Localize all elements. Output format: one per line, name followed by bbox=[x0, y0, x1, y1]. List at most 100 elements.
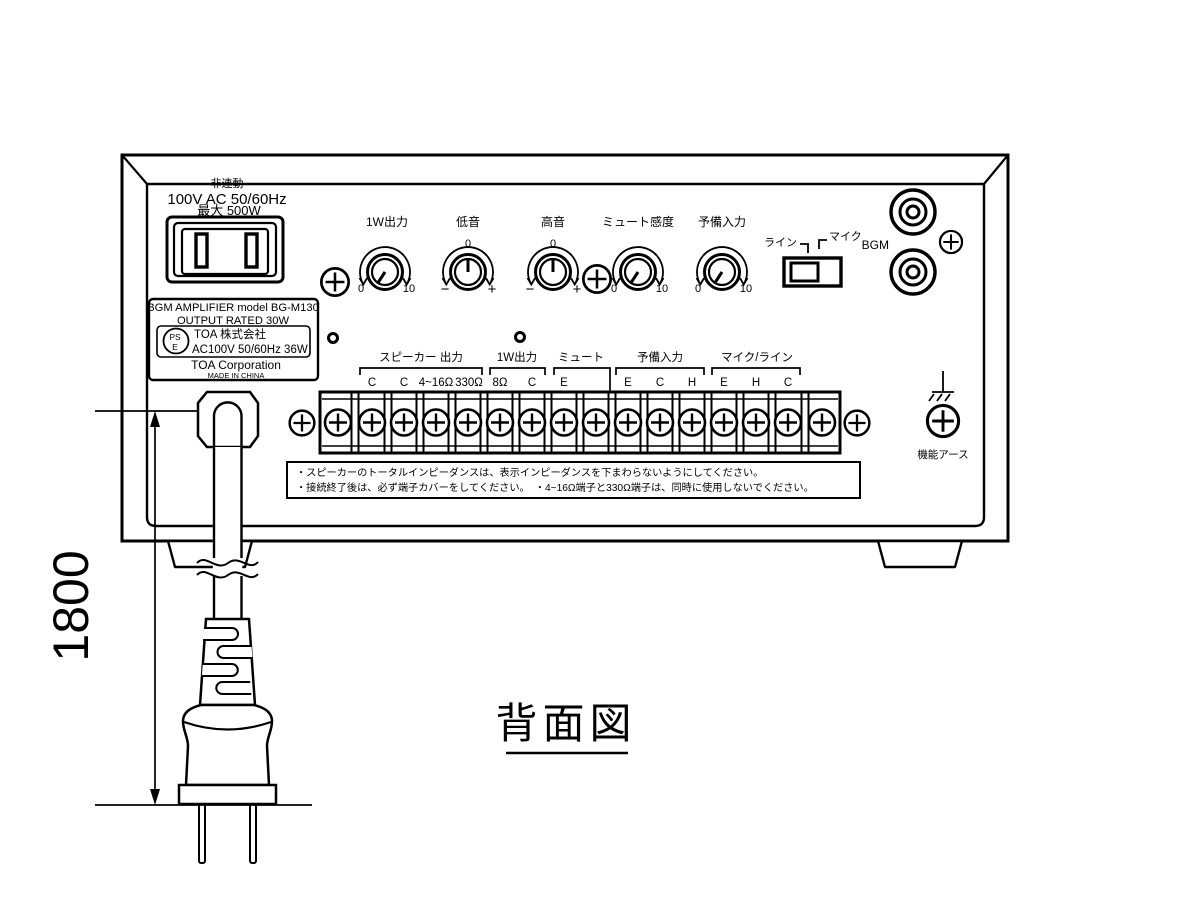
plug-prong bbox=[249, 803, 257, 864]
line-mic-switch[interactable] bbox=[782, 256, 843, 288]
knob-aux-label: 予備入力 bbox=[698, 214, 746, 229]
panel-hole bbox=[514, 331, 526, 343]
nameplate-model: BGM AMPLIFIER model BG-M130 bbox=[147, 302, 319, 314]
note-line-2: ・接続終了後は、必ず端子カバーをしてください。 ・4~16Ω端子と330Ω端子は… bbox=[296, 481, 814, 494]
switch-line-label: ライン bbox=[764, 237, 797, 249]
knob-mute-max: 10 bbox=[656, 283, 668, 295]
nameplate-rating: AC100V 50/60Hz 36W bbox=[192, 344, 308, 356]
outlet-max-label: 最大 500W bbox=[197, 203, 261, 218]
outlet-slot-right bbox=[244, 232, 259, 269]
terminal-screw[interactable] bbox=[485, 408, 515, 437]
svg-text:E: E bbox=[720, 377, 728, 389]
terminal-strip[interactable] bbox=[318, 390, 842, 455]
switch-position-marks bbox=[800, 239, 827, 253]
panel-hole bbox=[327, 332, 339, 344]
group-speaker-output: スピーカー 出力 bbox=[379, 350, 463, 364]
pse-mark-icon bbox=[162, 327, 190, 355]
svg-text:E: E bbox=[560, 377, 568, 389]
terminal-screw[interactable] bbox=[357, 408, 387, 437]
knob-mute-sensitivity[interactable] bbox=[611, 246, 665, 291]
nameplate-corporation: TOA Corporation bbox=[191, 358, 281, 372]
terminal-screw[interactable] bbox=[323, 408, 353, 437]
knob-aux-max: 10 bbox=[740, 283, 752, 295]
group-mic-line: マイク/ライン bbox=[721, 351, 793, 364]
knob-1w-label: 1W出力 bbox=[366, 215, 408, 229]
terminal-screw[interactable] bbox=[581, 408, 611, 437]
knob-1w-min: 0 bbox=[358, 283, 364, 295]
svg-text:E: E bbox=[624, 377, 632, 389]
bgm-rca-jack-top[interactable] bbox=[889, 188, 937, 236]
bgm-rca-jack-bottom[interactable] bbox=[889, 248, 937, 296]
ground-terminal[interactable] bbox=[925, 371, 961, 439]
knob-bass-label: 低音 bbox=[456, 214, 480, 229]
terminal-screw[interactable] bbox=[517, 408, 547, 437]
svg-text:330Ω: 330Ω bbox=[455, 377, 483, 389]
knob-aux-min: 0 bbox=[695, 283, 701, 295]
cord-break-icon bbox=[196, 559, 259, 579]
terminal-screw[interactable] bbox=[709, 408, 739, 437]
svg-text:C: C bbox=[784, 377, 792, 389]
knob-treble-label: 高音 bbox=[541, 214, 565, 229]
earth-icon bbox=[928, 371, 954, 402]
nameplate-origin: MADE IN CHINA bbox=[208, 371, 265, 380]
switch-mic-label: マイク bbox=[829, 230, 862, 243]
knob-bass[interactable] bbox=[441, 246, 495, 291]
switch-slider[interactable] bbox=[789, 261, 820, 283]
svg-text:C: C bbox=[368, 377, 376, 389]
svg-text:H: H bbox=[752, 377, 760, 389]
chassis-feet bbox=[166, 539, 964, 569]
group-aux-input: 予備入力 bbox=[637, 350, 683, 364]
terminal-screw[interactable] bbox=[741, 408, 771, 437]
power-cord bbox=[177, 390, 278, 864]
svg-text:H: H bbox=[688, 377, 696, 389]
svg-text:C: C bbox=[528, 377, 536, 389]
terminal-screw[interactable] bbox=[807, 408, 837, 437]
terminal-screw[interactable] bbox=[421, 408, 451, 437]
knob-1w-output[interactable] bbox=[358, 246, 412, 291]
knob-treble-min: − bbox=[526, 281, 535, 298]
knob-treble-zero: 0 bbox=[550, 238, 556, 250]
chassis-outline bbox=[120, 153, 1010, 543]
knob-aux-input[interactable] bbox=[695, 246, 749, 291]
pse-e: E bbox=[172, 342, 178, 352]
terminal-screw[interactable] bbox=[453, 408, 483, 437]
svg-text:C: C bbox=[400, 377, 408, 389]
strip-mount-screw-left bbox=[288, 409, 316, 437]
bgm-label: BGM bbox=[862, 238, 889, 252]
svg-text:4~16Ω: 4~16Ω bbox=[419, 377, 454, 389]
outlet-interlock-label: 非連動 bbox=[211, 176, 244, 190]
terminal-pin-labels: C C 4~16Ω 330Ω 8Ω C E E C H E H C bbox=[368, 377, 792, 389]
group-1w-output: 1W出力 bbox=[497, 350, 537, 364]
terminal-group-brackets bbox=[359, 367, 801, 391]
knob-bass-zero: 0 bbox=[465, 238, 471, 250]
nameplate-output: OUTPUT RATED 30W bbox=[177, 315, 290, 327]
terminal-screw[interactable] bbox=[613, 408, 643, 437]
knob-bass-max: + bbox=[488, 281, 497, 298]
terminal-screw[interactable] bbox=[389, 408, 419, 437]
pse-ps: PS bbox=[169, 332, 181, 342]
svg-text:C: C bbox=[656, 377, 664, 389]
outlet-voltage-label: 100V AC 50/60Hz bbox=[167, 191, 286, 208]
panel-screw bbox=[938, 229, 964, 255]
outlet-slot-left bbox=[194, 232, 209, 269]
group-mute: ミュート bbox=[558, 352, 604, 364]
terminal-screw[interactable] bbox=[549, 408, 579, 437]
knob-treble[interactable] bbox=[526, 246, 580, 291]
knob-mute-label: ミュート感度 bbox=[602, 214, 674, 229]
dim-arrow-up bbox=[150, 411, 160, 427]
nameplate-company: TOA 株式会社 bbox=[194, 327, 266, 341]
knob-treble-max: + bbox=[573, 281, 582, 298]
plug-body bbox=[181, 703, 274, 787]
dim-arrow-down bbox=[150, 789, 160, 805]
terminal-screw[interactable] bbox=[773, 408, 803, 437]
terminal-screw[interactable] bbox=[677, 408, 707, 437]
terminal-screw[interactable] bbox=[645, 408, 675, 437]
notes-box: ・スピーカーのトータルインピーダンスは、表示インピーダンスを下まわらないようにし… bbox=[286, 461, 861, 499]
ac-outlet bbox=[165, 215, 285, 284]
plug-base bbox=[177, 783, 278, 806]
knob-mute-min: 0 bbox=[611, 283, 617, 295]
strip-mount-screw-right bbox=[843, 409, 871, 437]
ground-screw[interactable] bbox=[925, 403, 961, 439]
cord-bushing bbox=[196, 390, 260, 449]
